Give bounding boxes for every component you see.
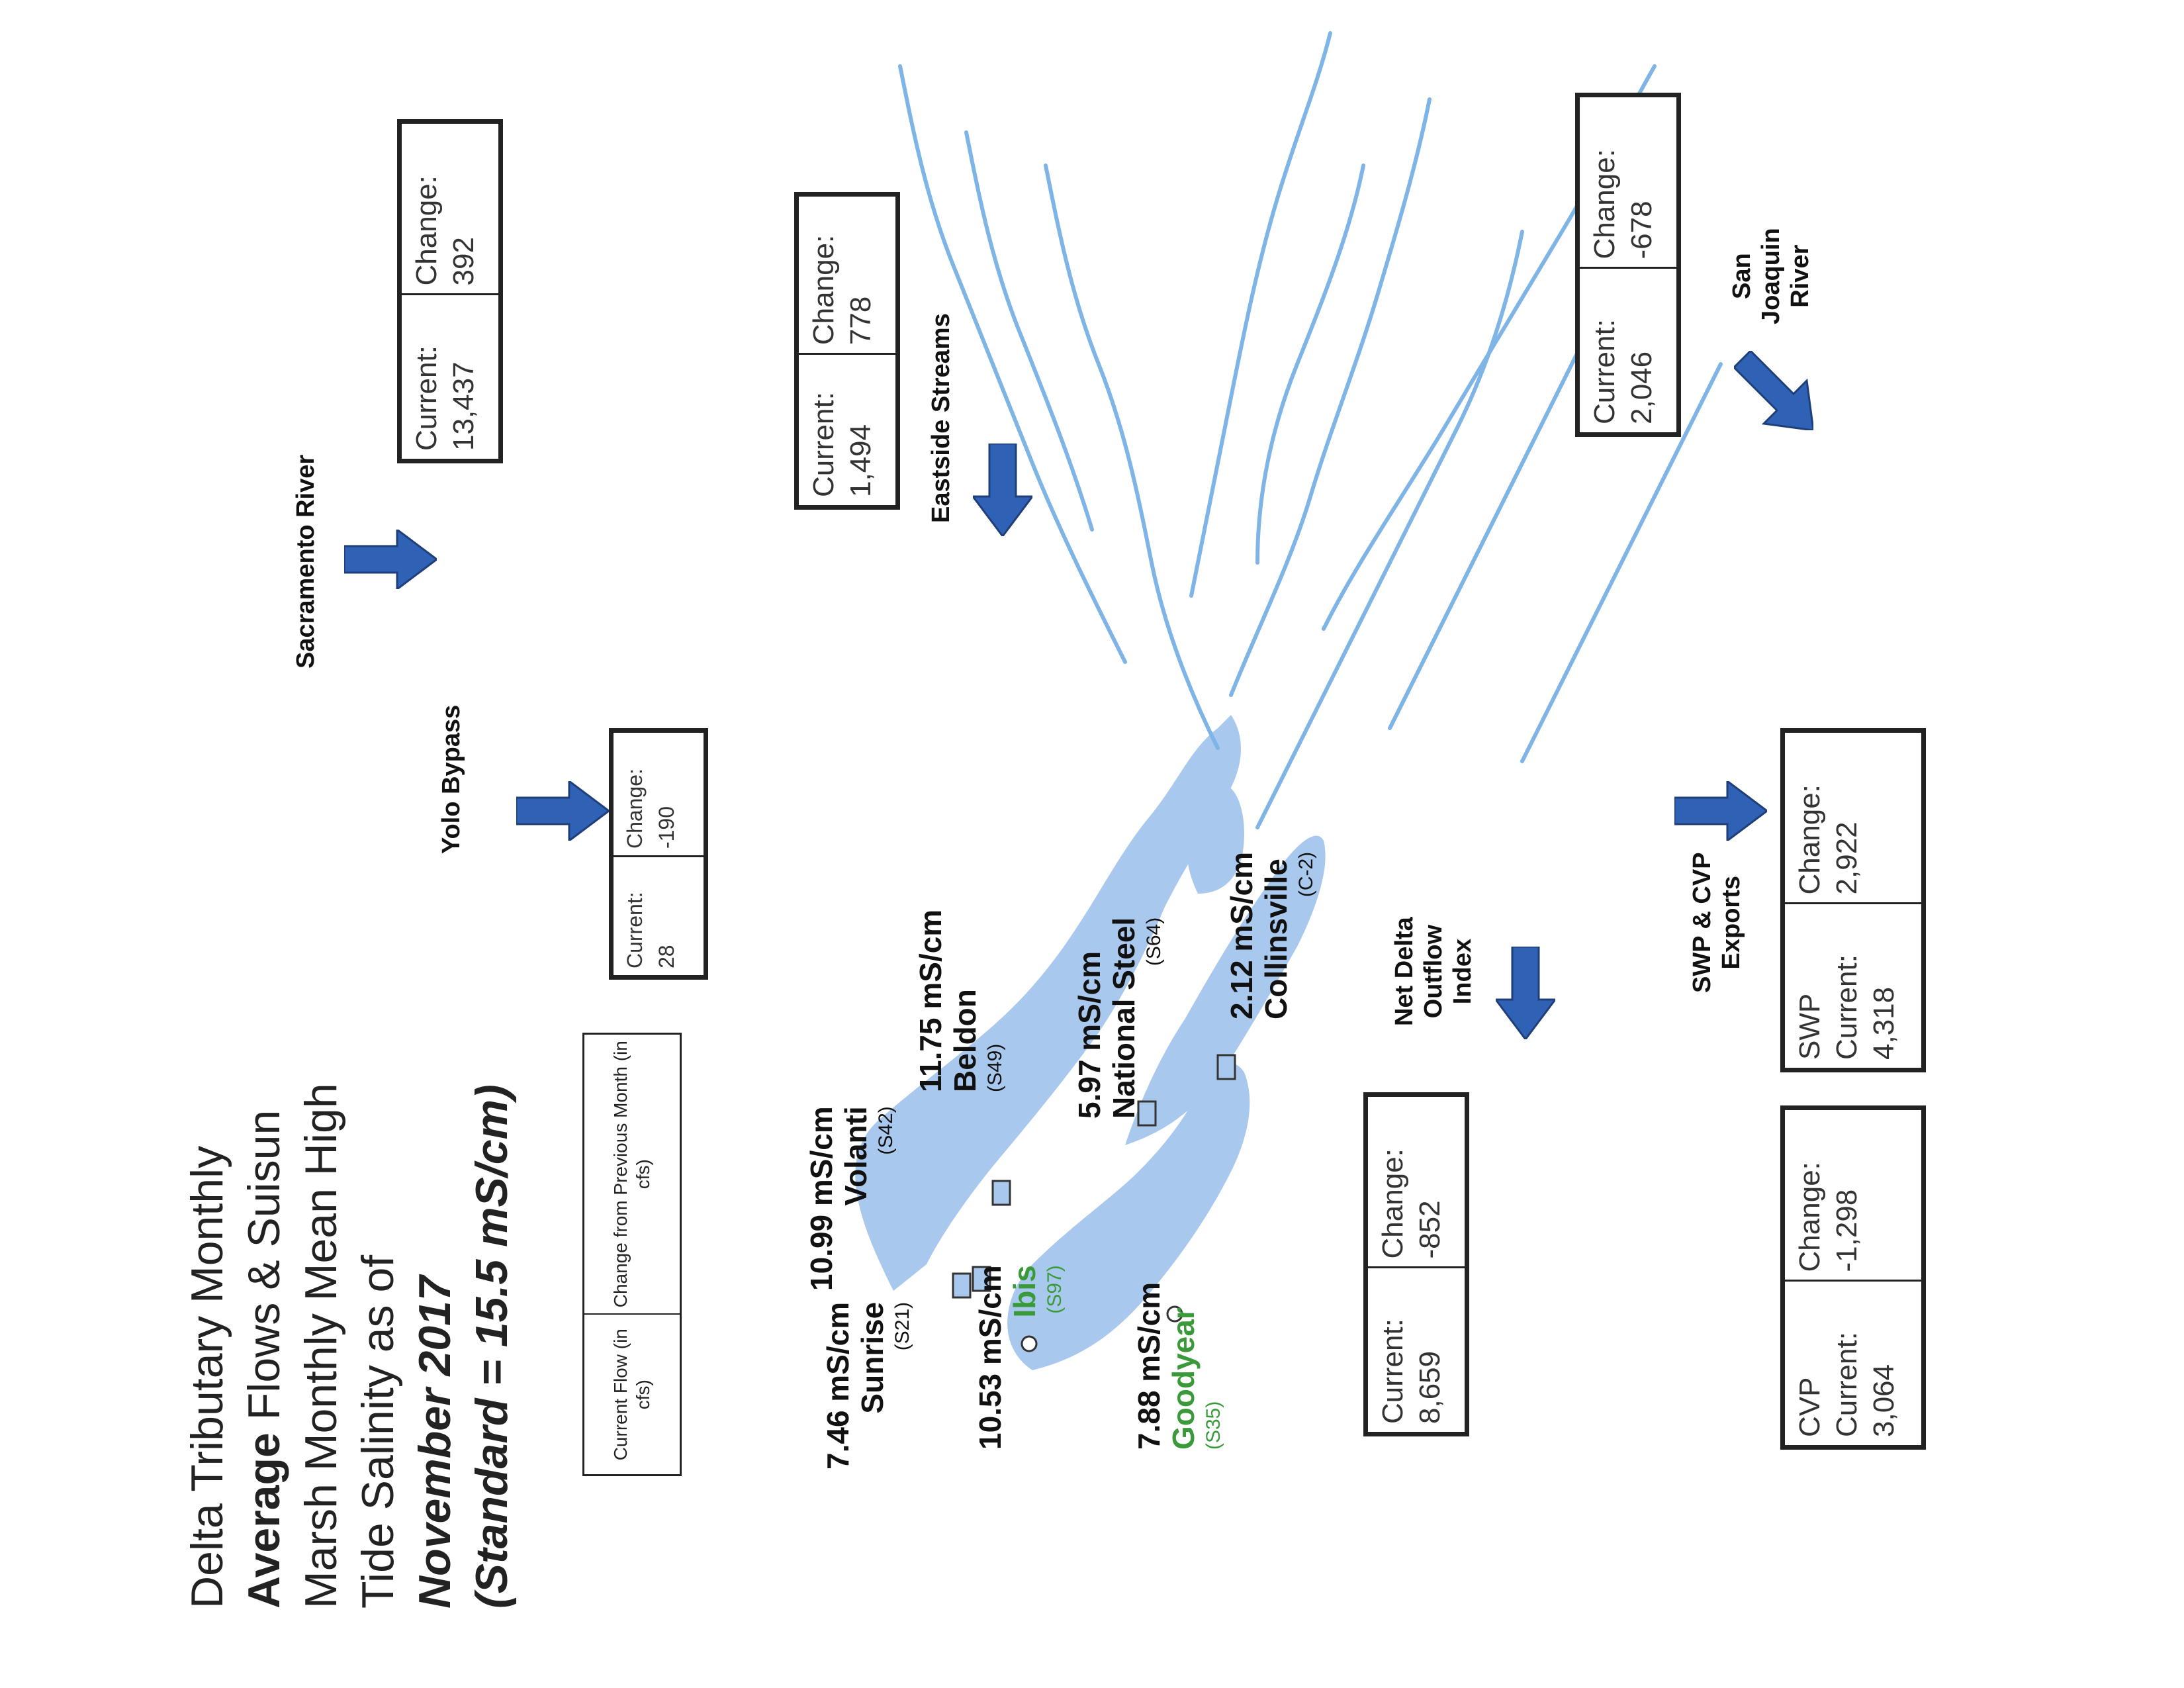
page-title: Delta Tributary Monthly Average Flows & … [179, 814, 520, 1609]
cvp-change-cell: Change:-1,298 [1782, 1107, 1924, 1281]
station-sunrise: 7.46 mS/cm Sunrise (S21) [821, 1301, 913, 1470]
station-markers [952, 1054, 1236, 1352]
net-delta-outflow-flow-table: Current:8,659 Change:-852 [1363, 1092, 1469, 1436]
sacramento-current-cell: Current:13,437 [399, 294, 501, 461]
title-line-6: (Standard = 15.5 mS/cm) [467, 1084, 517, 1609]
legend-change-label: Change from Previous Month (in cfs) [583, 1033, 681, 1315]
title-line-2-bold: Average [239, 1432, 289, 1609]
title-line-4: Tide Salinity as of [353, 1254, 403, 1609]
eastside-arrow-icon [973, 444, 1032, 536]
san-joaquin-river-label: San Joaquin River [1728, 228, 1814, 324]
station-national-steel: 5.97 mS/cm National Steel (S64) [1072, 917, 1165, 1119]
eastside-streams-label: Eastside Streams [927, 313, 955, 523]
san-joaquin-flow-table: Current:2,046 Change:-678 [1575, 93, 1681, 437]
legend-table: Current Flow (in cfs) Change from Previo… [582, 1033, 682, 1476]
title-line-5: November 2017 [410, 1276, 460, 1609]
ndoi-change-cell: Change:-852 [1365, 1094, 1467, 1268]
station-volanti: 10.99 mS/cm Volanti (S42) [804, 1106, 897, 1291]
yolo-current-cell: Current:28 [611, 856, 706, 978]
eastside-current-cell: Current:1,494 [796, 353, 898, 508]
swp-cvp-exports-label: SWP & CVP Exports [1688, 852, 1745, 993]
title-line-3: Marsh Monthly Mean High [296, 1083, 346, 1609]
yolo-bypass-label: Yolo Bypass [437, 704, 465, 854]
eastside-flow-table: Current:1,494 Change:778 [794, 192, 900, 510]
ndoi-current-cell: Current:8,659 [1365, 1267, 1467, 1434]
title-line-2: Average Flows & Suisun [236, 814, 293, 1609]
title-line-2-rest: Flows & Suisun [239, 1109, 289, 1433]
sacramento-river-label: Sacramento River [292, 454, 320, 669]
san-joaquin-arrow-icon [1734, 351, 1813, 430]
yolo-arrow-icon [516, 781, 609, 841]
eastside-change-cell: Change:778 [796, 194, 898, 354]
sacramento-arrow-icon [344, 530, 437, 589]
station-ibis: 10.53 mS/cm Ibis (S97) [973, 1265, 1066, 1450]
sacramento-flow-table: Current:13,437 Change:392 [397, 119, 503, 463]
yolo-flow-table: Current:28 Change:-190 [609, 728, 708, 980]
swp-change-cell: Change:2,922 [1782, 730, 1924, 904]
san-joaquin-current-cell: Current:2,046 [1577, 267, 1679, 435]
station-collinsville: 2.12 mS/cm Collinsville (C-2) [1224, 851, 1317, 1019]
swp-cvp-arrow-icon [1674, 781, 1767, 841]
sacramento-change-cell: Change:392 [399, 121, 501, 295]
station-goodyear: 7.88 mS/cm Goodyear (S35) [1132, 1282, 1224, 1450]
delta-channels [898, 31, 1723, 829]
legend-current-label: Current Flow (in cfs) [583, 1314, 681, 1476]
net-delta-outflow-label: Net Delta Outflow Index [1390, 917, 1477, 1026]
station-beldon: 11.75 mS/cm Beldon (S49) [913, 909, 1006, 1092]
net-delta-outflow-arrow-icon [1496, 947, 1555, 1039]
suisun-bay-water [855, 715, 1326, 1370]
san-joaquin-change-cell: Change:-678 [1577, 95, 1679, 268]
yolo-change-cell: Change:-190 [611, 730, 706, 857]
title-line-1: Delta Tributary Monthly [182, 1145, 232, 1609]
